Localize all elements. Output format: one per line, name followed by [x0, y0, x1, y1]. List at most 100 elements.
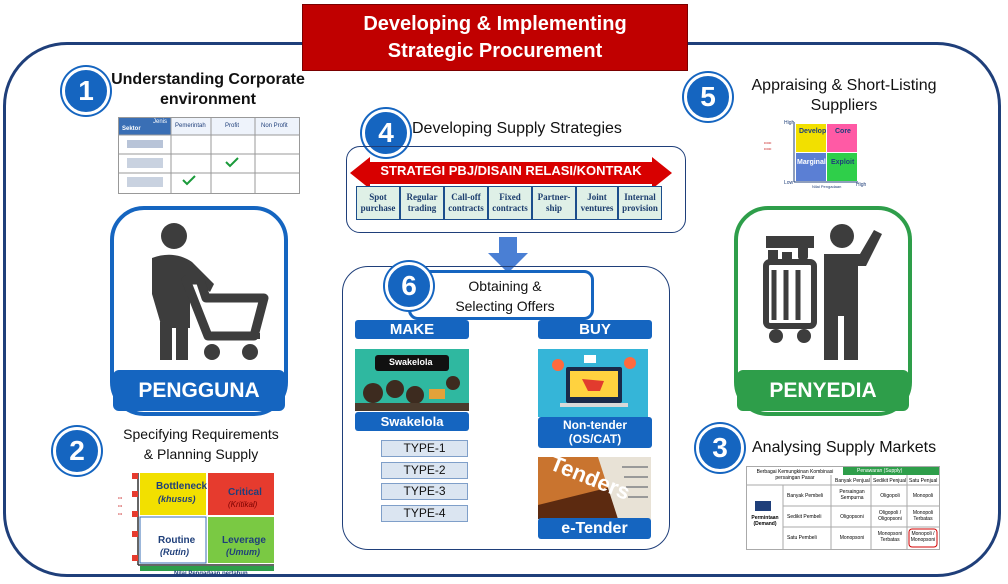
market-table-supply: Penawaran (Supply): [857, 468, 903, 474]
sector-table-profit: Profit: [225, 123, 240, 129]
penyedia-label: PENYEDIA: [737, 370, 909, 411]
svg-text:••••••: ••••••: [764, 147, 772, 151]
core-label: Core: [835, 128, 851, 135]
step-6-title: Obtaining & Selecting Offers: [455, 278, 555, 314]
svg-text:•••: •••: [118, 511, 123, 516]
strategy-cells: Spot purchase Regular trading Call-off c…: [356, 186, 662, 220]
strategy-cell: Regular trading: [400, 186, 444, 220]
strategy-cell: Fixed contracts: [488, 186, 532, 220]
sector-table: Jenis Sektor Pemerintah Profit Non Profi…: [118, 117, 300, 194]
portfolio-matrix-chart: ••• ••• •••: [116, 473, 274, 571]
etender-label: e-Tender: [538, 518, 651, 539]
type-row: TYPE-3: [381, 483, 468, 500]
supplier-matrix-high-x: High: [856, 182, 867, 188]
tenders-newspaper-illustration: [538, 457, 651, 519]
leverage-sub: (Umum): [226, 547, 260, 557]
market-buyer: Satu Pembeli: [787, 535, 817, 541]
step-2-number: 2: [53, 427, 101, 475]
type-row: TYPE-4: [381, 505, 468, 522]
market-cell: Oligopoli: [880, 493, 900, 499]
market-buyer: Banyak Pembeli: [787, 493, 824, 499]
strategy-cell: Partner- ship: [532, 186, 576, 220]
supplier-matrix-xlabel: Nilai Pengadaan: [812, 184, 842, 189]
develop-label: Develop: [799, 128, 827, 135]
pengguna-label: PENGGUNA: [113, 370, 285, 411]
strategy-arrow: [350, 157, 672, 189]
online-shop-illustration: [538, 349, 648, 417]
leverage-label: Leverage: [222, 535, 266, 546]
step-6-title-box: [408, 270, 594, 320]
strategy-panel: [346, 146, 686, 233]
nontender-label: Non-tender (OS/CAT): [538, 417, 652, 448]
market-buyer: Sedikit Pembeli: [787, 514, 822, 520]
critical-label: Critical: [228, 487, 262, 498]
strategy-cell: Spot purchase: [356, 186, 400, 220]
bottleneck-sub: (khusus): [158, 494, 196, 504]
step-4-title: Developing Supply Strategies: [412, 120, 622, 137]
step-5-number: 5: [684, 73, 732, 121]
marginal-label: Marginal: [797, 159, 826, 166]
bottleneck-label: Bottleneck: [156, 481, 208, 492]
market-table-grid: [747, 467, 939, 549]
diagram-title: Developing & Implementing Strategic Proc…: [302, 4, 688, 71]
supplier-matrix-high: High: [784, 120, 795, 126]
swakelola-label: Swakelola: [355, 412, 469, 431]
market-table: Berbagai Kemungkinan Kombinasi persainga…: [746, 466, 940, 550]
market-table-title: Berbagai Kemungkinan Kombinasi persainga…: [756, 469, 834, 481]
routine-sub: (Rutin): [160, 547, 189, 557]
market-cell: Monopoli: [912, 493, 934, 499]
sector-table-grid: [119, 118, 299, 193]
make-header: MAKE: [355, 320, 469, 339]
supplier-matrix-chart: •••••• ••••••: [764, 122, 858, 183]
market-cell: Monopoli / Monopsoni: [910, 531, 936, 543]
routine-label: Routine: [158, 535, 196, 546]
strategy-cell: Joint ventures: [576, 186, 618, 220]
portfolio-matrix: ••• ••• ••• Bottleneck (khusus) Critical…: [116, 471, 276, 579]
sector-table-nonprofit: Non Profit: [261, 123, 288, 129]
exploit-label: Exploit: [831, 159, 855, 166]
step-1-number: 1: [62, 67, 110, 115]
step-3-title: Analysing Supply Markets: [752, 439, 937, 456]
tenders-image: Tenders: [538, 457, 651, 519]
swakelola-image: Swakelola: [355, 349, 469, 411]
step-2-title: Specifying Requirements & Planning Suppl…: [123, 426, 279, 462]
strategy-cell: Internal provision: [618, 186, 662, 220]
step-3-number: 3: [696, 424, 744, 472]
market-demand-label: Permintaan (Demand): [751, 515, 779, 527]
strategy-cell: Call-off contracts: [444, 186, 488, 220]
market-cell: Monopsoni: [839, 535, 865, 541]
step-6-panel: [342, 266, 670, 550]
sector-table-sektor: Sektor: [122, 126, 141, 132]
shopping-cart-user-icon: [152, 223, 269, 360]
step-6-number: 6: [385, 262, 433, 310]
svg-text:•••: •••: [118, 495, 123, 500]
supplier-matrix: •••••• •••••• High Low High Develop Core…: [762, 118, 868, 192]
market-seller: Sedikit Penjual: [873, 478, 907, 484]
step-4-number: 4: [362, 109, 410, 157]
svg-text:•••: •••: [118, 503, 123, 508]
market-cell: Oligopsoni: [840, 514, 864, 520]
swakelola-illustration: [355, 349, 469, 411]
swakelola-image-caption: Swakelola: [389, 357, 433, 367]
market-cell: Monopsoni Terbatas: [877, 531, 903, 543]
sector-table-jenis: Jenis: [153, 119, 168, 125]
market-cell: Monopoli Terbatas: [912, 510, 934, 522]
type-row: TYPE-2: [381, 462, 468, 479]
sector-table-pemerintah: Pemerintah: [175, 123, 206, 129]
supplier-shelf-icon: [763, 224, 882, 360]
step-1-title: Understanding Corporate environment: [111, 71, 305, 108]
market-cell: Persaingan Sempurna: [839, 489, 865, 501]
strategy-banner: STRATEGI PBJ/DISAIN RELASI/KONTRAK: [380, 163, 642, 178]
step-5-title: Appraising & Short-Listing Suppliers: [751, 77, 937, 114]
supplier-matrix-low: Low: [784, 180, 794, 186]
critical-sub: (Kritikal): [228, 500, 258, 509]
portfolio-xlabel: Nilai Pengadaan pertahun: [174, 571, 248, 577]
market-seller: Satu Penjual: [909, 478, 938, 484]
type-row: TYPE-1: [381, 440, 468, 457]
svg-text:••••••: ••••••: [764, 141, 772, 145]
nontender-image: [538, 349, 648, 417]
down-arrow-icon: [488, 237, 528, 273]
buy-header: BUY: [538, 320, 652, 339]
market-seller: Banyak Penjual: [835, 478, 870, 484]
market-cell: Oligopoli / Oligopsoni: [878, 510, 902, 522]
